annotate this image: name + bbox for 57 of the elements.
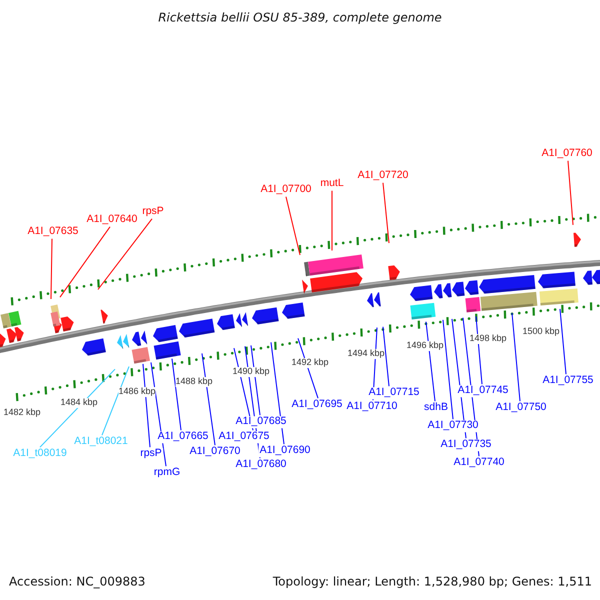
leader-line xyxy=(286,196,300,256)
leader-line xyxy=(442,319,454,420)
scale-label: 1490 kbp xyxy=(232,367,270,377)
gene-label: A1I_07690 xyxy=(258,445,312,457)
leader-line xyxy=(102,366,130,436)
gene-label: A1I_07695 xyxy=(290,399,344,411)
gene-label: A1I_07675 xyxy=(218,431,270,443)
leader-line xyxy=(202,352,216,446)
leader-line xyxy=(50,238,52,300)
gene-label: rpsP xyxy=(141,206,165,218)
gene-label: A1I_07720 xyxy=(356,170,410,182)
accession-text: Accession: NC_009883 xyxy=(9,575,146,589)
gene-label: A1I_07685 xyxy=(234,416,288,428)
gene-label: A1I_07680 xyxy=(234,459,288,471)
gene-label: A1I_07760 xyxy=(540,148,594,160)
leader-line xyxy=(382,182,390,244)
leader-line xyxy=(172,358,182,431)
leader-line xyxy=(426,321,436,402)
scale-label: 1492 kbp xyxy=(291,358,329,368)
gene-label: rpmG xyxy=(152,467,182,479)
scale-label: 1498 kbp xyxy=(469,334,507,344)
scale-label: 1500 kbp xyxy=(522,327,560,337)
scale-label: 1494 kbp xyxy=(347,349,385,359)
gene-label: A1I_07710 xyxy=(346,401,398,413)
scale-label: 1486 kbp xyxy=(118,387,156,397)
gene-label: A1I_07715 xyxy=(368,387,420,399)
gene-label: A1I_07750 xyxy=(494,402,548,414)
leader-line xyxy=(60,226,110,298)
scale-label: 1482 kbp xyxy=(3,408,41,418)
gene-label: A1I_07730 xyxy=(426,420,480,432)
gene-label: A1I_07740 xyxy=(452,457,506,469)
leader-line xyxy=(270,342,284,445)
leader-line xyxy=(142,363,150,448)
leader-line xyxy=(150,362,166,467)
gene-label: A1I_07755 xyxy=(542,375,594,387)
genome-info-text: Topology: linear; Length: 1,528,980 bp; Genes: 1,511 xyxy=(272,575,592,589)
title: Rickettsia bellii OSU 85-389, complete genome xyxy=(158,11,442,25)
leader-line xyxy=(250,344,260,416)
gene-label: A1I_t08019 xyxy=(12,448,68,460)
gene-label: A1I_07665 xyxy=(156,431,210,443)
leader-line xyxy=(512,312,520,402)
leader-line xyxy=(382,326,390,387)
gene-label: A1I_07670 xyxy=(188,446,242,458)
gene-label: A1I_07640 xyxy=(86,214,138,226)
leader-line xyxy=(560,308,566,375)
leader-line xyxy=(40,368,116,448)
gene-label: A1I_t08021 xyxy=(73,436,129,448)
scale-label: 1496 kbp xyxy=(406,341,444,351)
gene-label: rpsP xyxy=(139,448,163,460)
scale-label: 1484 kbp xyxy=(60,398,98,408)
gene-label: A1I_07735 xyxy=(440,439,492,451)
scale-label: 1488 kbp xyxy=(175,377,213,387)
gene-label: A1I_07700 xyxy=(260,184,312,196)
gene-label: A1I_07745 xyxy=(456,385,510,397)
leader-line xyxy=(568,160,574,226)
leader-line xyxy=(98,218,152,290)
gene-label: A1I_07635 xyxy=(26,226,80,238)
